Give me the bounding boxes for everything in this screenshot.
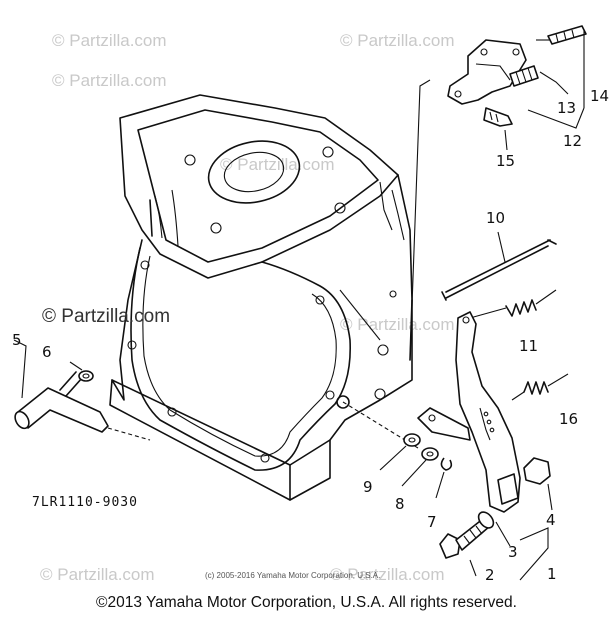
pinch-bolt (439, 511, 549, 581)
callout-3: 3 (508, 543, 518, 561)
nut (523, 457, 553, 511)
callout-labels: 1 2 3 4 5 6 7 8 9 10 11 12 13 14 15 16 (12, 87, 609, 584)
callout-4: 4 (546, 511, 556, 529)
callout-11: 11 (519, 337, 538, 355)
washer-stack (379, 433, 453, 499)
watermark: © Partzilla.com (340, 315, 455, 334)
leader-line (409, 79, 431, 361)
callout-16: 16 (559, 410, 578, 428)
breather-pipe (13, 339, 151, 441)
callout-9: 9 (363, 478, 373, 496)
watermark: © Partzilla.com (340, 31, 455, 50)
copyright-footer: ©2013 Yamaha Motor Corporation, U.S.A. A… (96, 594, 517, 611)
watermark: © Partzilla.com (220, 155, 335, 174)
governor-lever (417, 311, 521, 513)
watermark: © Partzilla.com (40, 565, 155, 584)
governor-spring (469, 289, 557, 319)
engine-block (109, 94, 419, 501)
callout-1: 1 (547, 565, 557, 583)
watermark: © Partzilla.com (52, 31, 167, 50)
callout-14: 14 (590, 87, 609, 105)
watermark: © Partzilla.com (52, 71, 167, 90)
credit-small: (c) 2005-2016 Yamaha Motor Corporation, … (205, 571, 380, 580)
callout-5: 5 (12, 331, 22, 349)
part-code: 7LR1110-9030 (32, 495, 138, 510)
callout-6: 6 (42, 343, 52, 361)
callout-10: 10 (486, 209, 505, 227)
governor-rod (441, 231, 557, 301)
watermark: © Partzilla.com (330, 565, 445, 584)
callout-2: 2 (485, 566, 495, 584)
callout-8: 8 (395, 495, 405, 513)
top-bracket-assembly (447, 25, 587, 151)
watermark-group: © Partzilla.com © Partzilla.com © Partzi… (40, 31, 455, 584)
callout-7: 7 (427, 513, 437, 531)
return-spring (511, 373, 569, 401)
watermark-strong: © Partzilla.com (42, 306, 170, 327)
callout-13: 13 (557, 99, 576, 117)
callout-12: 12 (563, 132, 582, 150)
callout-15: 15 (496, 152, 515, 170)
